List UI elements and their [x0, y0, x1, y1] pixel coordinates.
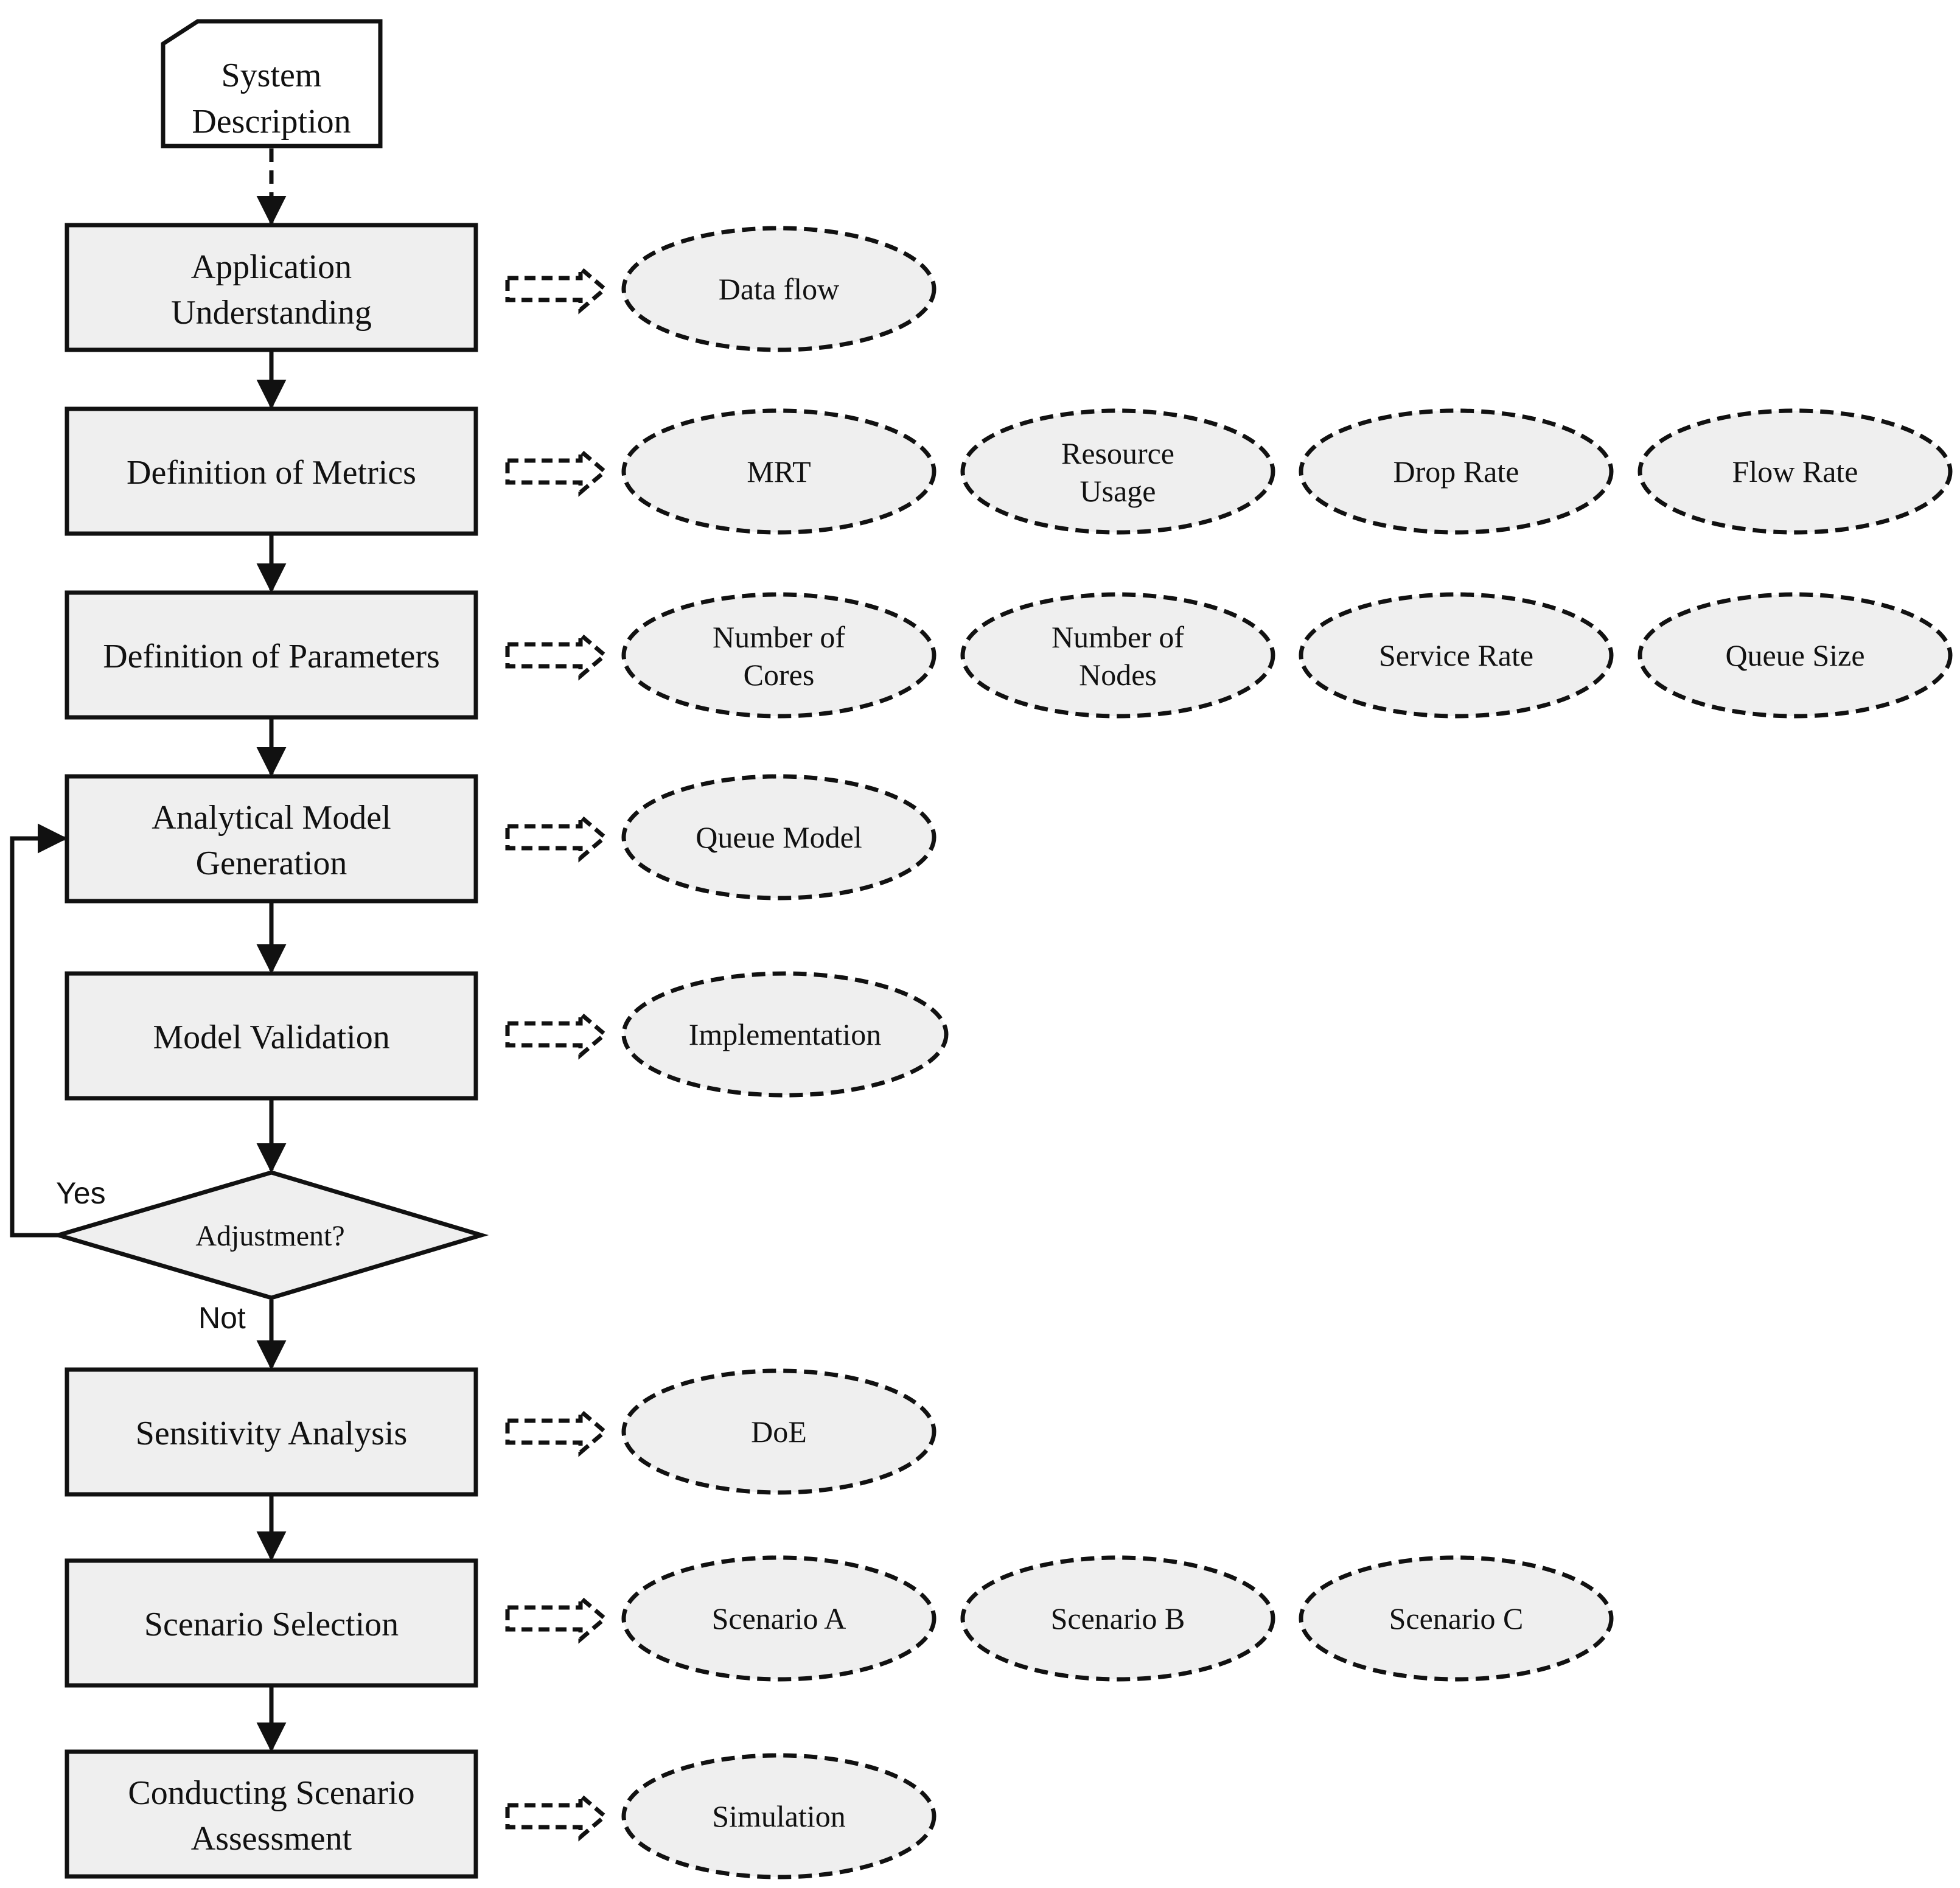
step-definition-of-parameters: Definition of Parameters — [65, 590, 478, 720]
system-description-label-line2: Description — [192, 103, 350, 141]
output-scenario-a — [621, 1555, 936, 1682]
output-arrows — [507, 268, 605, 1837]
hollow-arrow-5 — [507, 1014, 605, 1055]
hollow-arrow-7 — [507, 1598, 605, 1639]
output-service-rate — [1299, 592, 1614, 719]
output-flow-rate — [1637, 408, 1953, 535]
step-analytical-model-generation: Analytical Model Generation — [65, 774, 478, 904]
output-queue-size — [1637, 592, 1953, 719]
step-label: Scenario Selection — [144, 1606, 399, 1643]
output-queue-model — [621, 774, 936, 900]
step-application-understanding: Application Understanding — [65, 223, 478, 352]
step-scenario-selection: Scenario Selection — [65, 1558, 478, 1688]
system-description-node: System Description — [161, 19, 383, 148]
output-scenario-b — [960, 1555, 1275, 1682]
decision-label: Adjustment? — [195, 1220, 344, 1252]
output-mrt-label: MRT — [747, 455, 811, 489]
output-resource-usage-label-line2: Usage — [1080, 474, 1156, 508]
output-number-of-nodes — [960, 592, 1275, 719]
output-resource-usage-label-line1: Resource — [1061, 436, 1174, 470]
outputs — [621, 226, 1953, 1879]
step-label-line2: Understanding — [171, 294, 372, 332]
step-label-line1: Conducting Scenario — [128, 1774, 414, 1812]
yes-branch-label: Yes — [56, 1176, 106, 1210]
step-label: Model Validation — [153, 1019, 389, 1056]
output-doe-label: DoE — [751, 1415, 807, 1449]
output-data-flow-label: Data flow — [719, 272, 840, 306]
output-scenario-c — [1299, 1555, 1614, 1682]
output-drop-rate-label: Drop Rate — [1393, 455, 1519, 489]
output-mrt — [621, 408, 936, 535]
output-data-flow — [621, 226, 936, 352]
step-label-line1: Application — [191, 248, 352, 286]
step-definition-of-metrics: Definition of Metrics — [65, 406, 478, 536]
output-scenario-b-label: Scenario B — [1051, 1601, 1185, 1635]
hollow-arrow-3 — [507, 635, 605, 676]
output-simulation-label: Simulation — [712, 1799, 845, 1833]
step-sensitivity-analysis: Sensitivity Analysis — [65, 1367, 478, 1497]
output-simulation — [621, 1753, 936, 1879]
step-conducting-scenario-assessment: Conducting Scenario Assessment — [65, 1749, 478, 1879]
output-number-of-cores — [621, 592, 936, 719]
output-implementation — [621, 971, 949, 1098]
output-number-of-nodes-label-line1: Number of — [1051, 620, 1184, 654]
step-model-validation: Model Validation — [65, 971, 478, 1101]
output-service-rate-label: Service Rate — [1379, 638, 1533, 672]
output-resource-usage — [960, 408, 1275, 535]
hollow-arrow-8 — [507, 1796, 605, 1837]
hollow-arrow-4 — [507, 817, 605, 858]
hollow-arrow-2 — [507, 451, 605, 492]
hollow-arrow-1 — [507, 268, 605, 310]
hollow-arrow-6 — [507, 1411, 605, 1452]
output-queue-model-label: Queue Model — [696, 820, 862, 854]
output-implementation-label: Implementation — [689, 1017, 882, 1051]
step-label-line2: Generation — [196, 845, 347, 882]
output-queue-size-label: Queue Size — [1725, 638, 1864, 672]
decision-adjustment: Adjustment? — [51, 1170, 489, 1300]
step-label: Sensitivity Analysis — [136, 1415, 408, 1452]
output-drop-rate — [1299, 408, 1614, 535]
output-number-of-cores-label-line1: Number of — [713, 620, 845, 654]
step-label-line2: Assessment — [191, 1820, 352, 1858]
output-number-of-nodes-label-line2: Nodes — [1079, 658, 1157, 692]
output-scenario-c-label: Scenario C — [1389, 1601, 1524, 1635]
output-scenario-a-label: Scenario A — [712, 1601, 846, 1635]
output-number-of-cores-label-line2: Cores — [744, 658, 815, 692]
output-doe — [621, 1368, 936, 1495]
step-label-line1: Analytical Model — [152, 799, 391, 837]
system-description-label-line1: System — [221, 57, 322, 94]
output-labels: Data flow MRT Resource Usage Drop Rate F… — [689, 272, 1865, 1833]
no-branch-label: Not — [198, 1301, 246, 1335]
output-flow-rate-label: Flow Rate — [1732, 455, 1858, 489]
step-label: Definition of Parameters — [103, 638, 440, 675]
feedback-loop-connector — [10, 823, 68, 1238]
step-label: Definition of Metrics — [127, 454, 416, 492]
